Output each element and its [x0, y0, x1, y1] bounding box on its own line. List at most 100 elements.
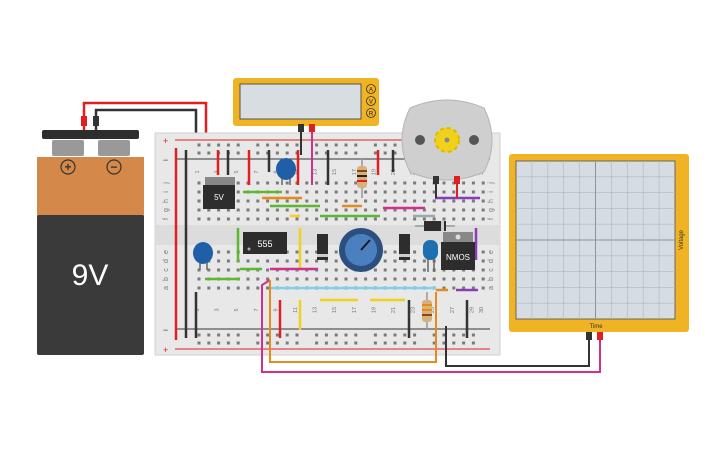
rail-hole[interactable]: [471, 333, 475, 337]
breadboard-hole[interactable]: [246, 208, 250, 212]
rail-hole[interactable]: [462, 341, 466, 345]
breadboard-hole[interactable]: [403, 268, 407, 272]
rail-hole[interactable]: [295, 333, 299, 337]
breadboard-hole[interactable]: [422, 277, 426, 281]
rail-hole[interactable]: [256, 143, 260, 147]
breadboard-hole[interactable]: [462, 181, 466, 185]
breadboard-hole[interactable]: [217, 286, 221, 290]
multimeter[interactable]: A V R: [233, 78, 379, 132]
breadboard-hole[interactable]: [471, 286, 475, 290]
breadboard-hole[interactable]: [217, 259, 221, 263]
breadboard-hole[interactable]: [403, 190, 407, 194]
breadboard-hole[interactable]: [432, 217, 436, 221]
breadboard-hole[interactable]: [305, 259, 309, 263]
rail-hole[interactable]: [275, 151, 279, 155]
breadboard-hole[interactable]: [354, 277, 358, 281]
breadboard-hole[interactable]: [462, 199, 466, 203]
rail-hole[interactable]: [452, 341, 456, 345]
breadboard-hole[interactable]: [432, 277, 436, 281]
breadboard-hole[interactable]: [452, 190, 456, 194]
rail-hole[interactable]: [383, 341, 387, 345]
rail-hole[interactable]: [354, 151, 358, 155]
capacitor-left[interactable]: [193, 242, 213, 270]
breadboard-hole[interactable]: [373, 181, 377, 185]
rail-hole[interactable]: [275, 341, 279, 345]
rail-hole[interactable]: [354, 143, 358, 147]
rail-hole[interactable]: [266, 143, 270, 147]
breadboard-hole[interactable]: [266, 277, 270, 281]
breadboard-hole[interactable]: [236, 286, 240, 290]
breadboard-hole[interactable]: [275, 217, 279, 221]
breadboard-hole[interactable]: [403, 277, 407, 281]
breadboard-hole[interactable]: [305, 217, 309, 221]
breadboard-hole[interactable]: [471, 277, 475, 281]
resistor-top[interactable]: [357, 158, 367, 198]
rail-hole[interactable]: [403, 333, 407, 337]
rail-hole[interactable]: [471, 341, 475, 345]
breadboard-hole[interactable]: [373, 217, 377, 221]
breadboard-hole[interactable]: [422, 259, 426, 263]
rail-hole[interactable]: [442, 333, 446, 337]
breadboard-hole[interactable]: [344, 277, 348, 281]
rail-hole[interactable]: [334, 333, 338, 337]
rail-hole[interactable]: [373, 341, 377, 345]
breadboard-hole[interactable]: [383, 259, 387, 263]
rail-hole[interactable]: [285, 341, 289, 345]
breadboard-hole[interactable]: [364, 199, 368, 203]
breadboard-hole[interactable]: [197, 181, 201, 185]
breadboard-hole[interactable]: [471, 199, 475, 203]
breadboard-hole[interactable]: [315, 217, 319, 221]
rail-hole[interactable]: [315, 151, 319, 155]
breadboard-hole[interactable]: [324, 277, 328, 281]
breadboard-hole[interactable]: [354, 181, 358, 185]
rail-hole[interactable]: [207, 143, 211, 147]
breadboard-hole[interactable]: [226, 208, 230, 212]
breadboard-hole[interactable]: [305, 190, 309, 194]
rail-hole[interactable]: [256, 333, 260, 337]
rail-hole[interactable]: [324, 143, 328, 147]
rail-hole[interactable]: [344, 341, 348, 345]
breadboard-hole[interactable]: [481, 217, 485, 221]
breadboard-hole[interactable]: [315, 190, 319, 194]
rail-hole[interactable]: [315, 143, 319, 147]
breadboard-hole[interactable]: [462, 286, 466, 290]
breadboard-hole[interactable]: [266, 208, 270, 212]
breadboard-hole[interactable]: [462, 217, 466, 221]
breadboard-hole[interactable]: [197, 217, 201, 221]
breadboard-hole[interactable]: [266, 181, 270, 185]
breadboard-hole[interactable]: [442, 199, 446, 203]
breadboard-hole[interactable]: [481, 208, 485, 212]
diode-right[interactable]: [399, 234, 410, 260]
resistor-bottom[interactable]: [422, 292, 432, 330]
breadboard-hole[interactable]: [246, 277, 250, 281]
rail-hole[interactable]: [285, 151, 289, 155]
rail-hole[interactable]: [413, 333, 417, 337]
breadboard-hole[interactable]: [285, 217, 289, 221]
breadboard-hole[interactable]: [354, 217, 358, 221]
breadboard-hole[interactable]: [393, 268, 397, 272]
rail-hole[interactable]: [275, 333, 279, 337]
rail-hole[interactable]: [432, 333, 436, 337]
breadboard-hole[interactable]: [393, 259, 397, 263]
breadboard-hole[interactable]: [256, 199, 260, 203]
breadboard-hole[interactable]: [383, 190, 387, 194]
breadboard-hole[interactable]: [393, 199, 397, 203]
rail-hole[interactable]: [462, 333, 466, 337]
breadboard-hole[interactable]: [207, 217, 211, 221]
breadboard-hole[interactable]: [462, 208, 466, 212]
rail-hole[interactable]: [217, 333, 221, 337]
breadboard-hole[interactable]: [334, 217, 338, 221]
breadboard-hole[interactable]: [334, 250, 338, 254]
rail-hole[interactable]: [383, 143, 387, 147]
rail-hole[interactable]: [217, 143, 221, 147]
rail-hole[interactable]: [226, 341, 230, 345]
breadboard-hole[interactable]: [295, 217, 299, 221]
breadboard-hole[interactable]: [364, 208, 368, 212]
breadboard-hole[interactable]: [413, 199, 417, 203]
breadboard-hole[interactable]: [305, 208, 309, 212]
breadboard-hole[interactable]: [452, 181, 456, 185]
breadboard-hole[interactable]: [393, 250, 397, 254]
breadboard-hole[interactable]: [256, 181, 260, 185]
breadboard-hole[interactable]: [285, 259, 289, 263]
breadboard-hole[interactable]: [197, 286, 201, 290]
